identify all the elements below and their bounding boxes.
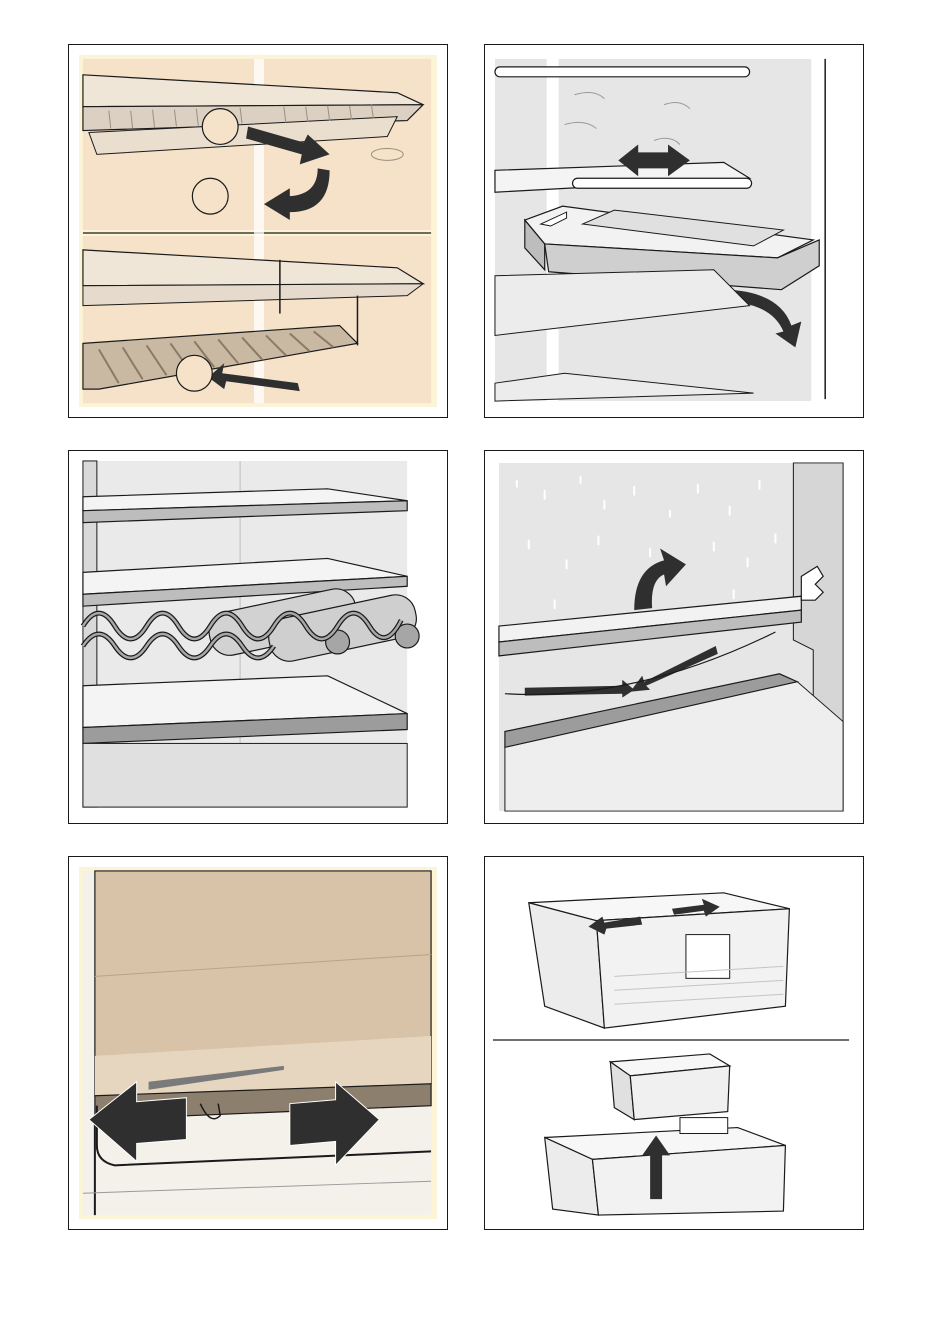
insert-base: [680, 1118, 728, 1134]
shelf-repositioning-drawing: [69, 45, 447, 417]
illustration-glass-plate-slide: [68, 856, 448, 1230]
illustration-shelf-repositioning: [68, 44, 448, 418]
top-shelf-rail: [495, 67, 750, 77]
crisper-front: [83, 743, 407, 807]
illustration-bottle-rack: [68, 450, 448, 824]
callout-circle-3: [176, 355, 212, 391]
illustration-drain-channel: [484, 450, 864, 824]
drawer-upper-side: [529, 903, 605, 1028]
illustration-sliding-shelf-drawer: [484, 44, 864, 418]
callout-circle-1: [202, 109, 238, 145]
shelf-front-bar: [573, 178, 752, 188]
bottle-rack-drawing: [69, 451, 447, 823]
sliding-shelf-drawer-drawing: [485, 45, 863, 417]
glass-plate-slide-drawing: [69, 857, 447, 1229]
callout-circle-2: [192, 178, 228, 214]
drain-channel-drawing: [485, 451, 863, 823]
crisper-dividers-drawing: [485, 857, 863, 1229]
insert-front: [630, 1066, 729, 1120]
illustration-crisper-dividers: [484, 856, 864, 1230]
